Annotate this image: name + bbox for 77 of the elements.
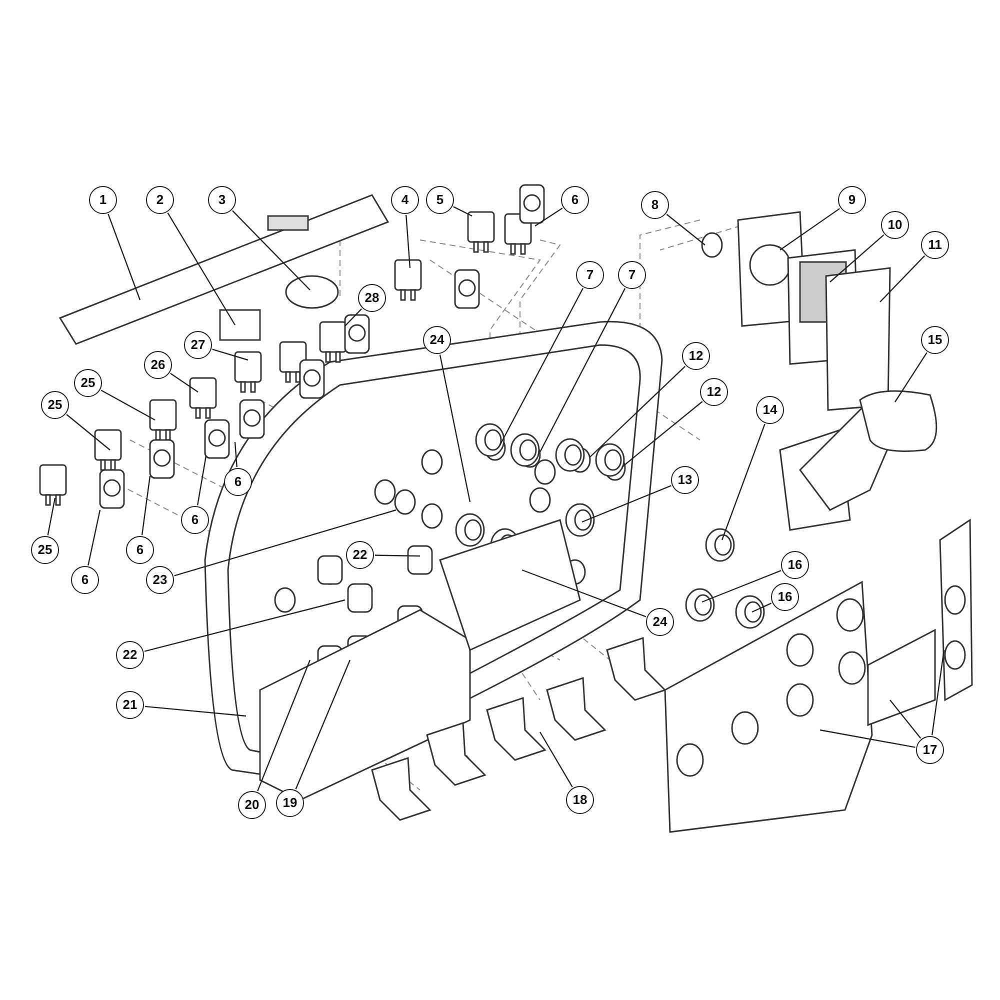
leader-line bbox=[453, 206, 472, 217]
callout-number: 7 bbox=[618, 261, 646, 289]
leader-line bbox=[894, 352, 928, 402]
callout-number: 12 bbox=[700, 378, 728, 406]
leader-line bbox=[141, 476, 151, 536]
callout-number: 5 bbox=[426, 186, 454, 214]
leader-line bbox=[890, 700, 922, 739]
leader-line bbox=[622, 401, 703, 468]
callout-number: 15 bbox=[921, 326, 949, 354]
leader-line bbox=[830, 234, 884, 282]
callout-number: 21 bbox=[116, 691, 144, 719]
leader-line bbox=[212, 348, 248, 361]
callout-number: 24 bbox=[423, 326, 451, 354]
callout-number: 10 bbox=[881, 211, 909, 239]
leader-line bbox=[539, 288, 626, 452]
callout-number: 24 bbox=[646, 608, 674, 636]
leader-line bbox=[590, 366, 686, 458]
callout-number: 6 bbox=[126, 536, 154, 564]
leader-line bbox=[170, 372, 198, 392]
callout-number: 14 bbox=[756, 396, 784, 424]
leader-line bbox=[931, 650, 945, 736]
leader-line bbox=[196, 456, 207, 506]
callout-number: 18 bbox=[566, 786, 594, 814]
callout-number: 7 bbox=[576, 261, 604, 289]
callout-number: 19 bbox=[276, 789, 304, 817]
callout-number: 16 bbox=[771, 583, 799, 611]
callout-number: 6 bbox=[181, 506, 209, 534]
callout-number: 8 bbox=[641, 191, 669, 219]
leader-line bbox=[144, 706, 246, 717]
leader-line bbox=[406, 214, 411, 268]
leader-line bbox=[499, 288, 584, 446]
leader-line bbox=[344, 308, 362, 326]
leader-line bbox=[232, 210, 310, 290]
callout-number: 1 bbox=[89, 186, 117, 214]
leader-line bbox=[752, 602, 772, 613]
leader-line bbox=[666, 214, 706, 246]
callout-number: 13 bbox=[671, 466, 699, 494]
callout-number: 25 bbox=[74, 369, 102, 397]
callout-number: 2 bbox=[146, 186, 174, 214]
leader-line bbox=[88, 510, 101, 566]
callout-number: 12 bbox=[682, 342, 710, 370]
callout-number: 20 bbox=[238, 791, 266, 819]
callout-number: 6 bbox=[71, 566, 99, 594]
leader-line bbox=[108, 214, 141, 300]
leader-line bbox=[66, 414, 110, 450]
callout-number: 4 bbox=[391, 186, 419, 214]
callout-number: 3 bbox=[208, 186, 236, 214]
callout-number: 9 bbox=[838, 186, 866, 214]
callout-number: 25 bbox=[31, 536, 59, 564]
leader-line bbox=[47, 498, 56, 536]
leader-line bbox=[374, 554, 420, 557]
callout-number: 11 bbox=[921, 231, 949, 259]
callout-number: 22 bbox=[116, 641, 144, 669]
callout-number: 28 bbox=[358, 284, 386, 312]
callout-number: 27 bbox=[184, 331, 212, 359]
callout-number: 16 bbox=[781, 551, 809, 579]
leader-line bbox=[174, 509, 396, 576]
callout-number: 26 bbox=[144, 351, 172, 379]
leader-line bbox=[295, 660, 351, 790]
callout-number: 17 bbox=[916, 736, 944, 764]
leader-line bbox=[144, 599, 346, 652]
leader-line bbox=[100, 390, 156, 421]
leader-line bbox=[439, 354, 471, 502]
callout-number: 6 bbox=[561, 186, 589, 214]
leader-line bbox=[721, 424, 766, 540]
leader-line bbox=[534, 208, 563, 226]
callout-number: 25 bbox=[41, 391, 69, 419]
leader-line bbox=[820, 729, 916, 748]
leader-line bbox=[582, 485, 672, 523]
leader-line bbox=[539, 732, 573, 788]
leader-line bbox=[780, 208, 840, 250]
callout-number: 23 bbox=[146, 566, 174, 594]
leader-line bbox=[880, 255, 926, 302]
leader-line bbox=[702, 570, 782, 603]
leader-line bbox=[167, 212, 236, 326]
leader-line bbox=[234, 442, 238, 468]
leader-line bbox=[522, 569, 646, 618]
